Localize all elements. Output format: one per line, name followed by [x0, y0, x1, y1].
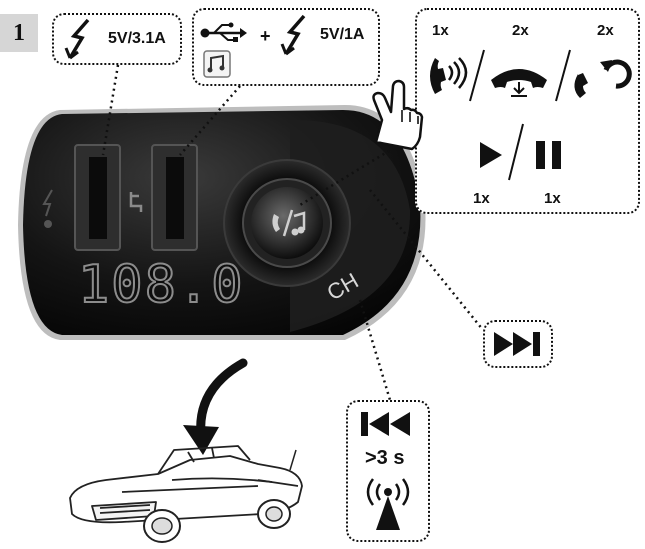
play-icon: [480, 142, 502, 168]
usb-port-icon: [129, 192, 143, 212]
usb-icon: [200, 22, 247, 42]
usb-port-1-output: 5V/3.1A: [108, 30, 166, 47]
plus-sign: +: [260, 26, 271, 46]
pause-presses: 1x: [544, 190, 561, 207]
charging-bolt-icon: [280, 14, 306, 56]
hold-duration: >3 s: [365, 447, 405, 469]
answer-presses: 1x: [432, 22, 449, 39]
previous-track-icon: [361, 412, 410, 436]
divider-slash: [508, 123, 524, 181]
play-presses: 1x: [473, 190, 490, 207]
divider-slash: [555, 49, 571, 102]
car-illustration: [69, 445, 303, 543]
redial-icon: [574, 59, 632, 98]
multifunction-knob[interactable]: [222, 158, 352, 288]
usb-port-1-callout: [52, 13, 182, 65]
charging-bolt-icon: [64, 18, 90, 60]
side-bolt-icon: [42, 189, 53, 228]
usb-port-right: [151, 144, 198, 251]
answer-call-icon: [430, 57, 468, 94]
usb-port-left: [74, 144, 121, 251]
next-track-icon: [494, 332, 540, 356]
music-file-icon: [203, 50, 231, 78]
call-controls-callout: [415, 8, 640, 214]
usb-port-2-output: 5V/1A: [320, 26, 365, 43]
divider-slash: [469, 49, 485, 102]
reject-presses: 2x: [512, 22, 529, 39]
frequency-display: 108.0: [77, 254, 245, 316]
redial-presses: 2x: [597, 22, 614, 39]
hang-up-icon: [491, 69, 547, 97]
step-number-badge: 1: [0, 14, 38, 52]
pause-icon: [536, 141, 561, 169]
insert-arrow-icon: [183, 358, 248, 455]
pointing-hand-icon: [372, 79, 424, 151]
antenna-icon: [366, 478, 410, 530]
